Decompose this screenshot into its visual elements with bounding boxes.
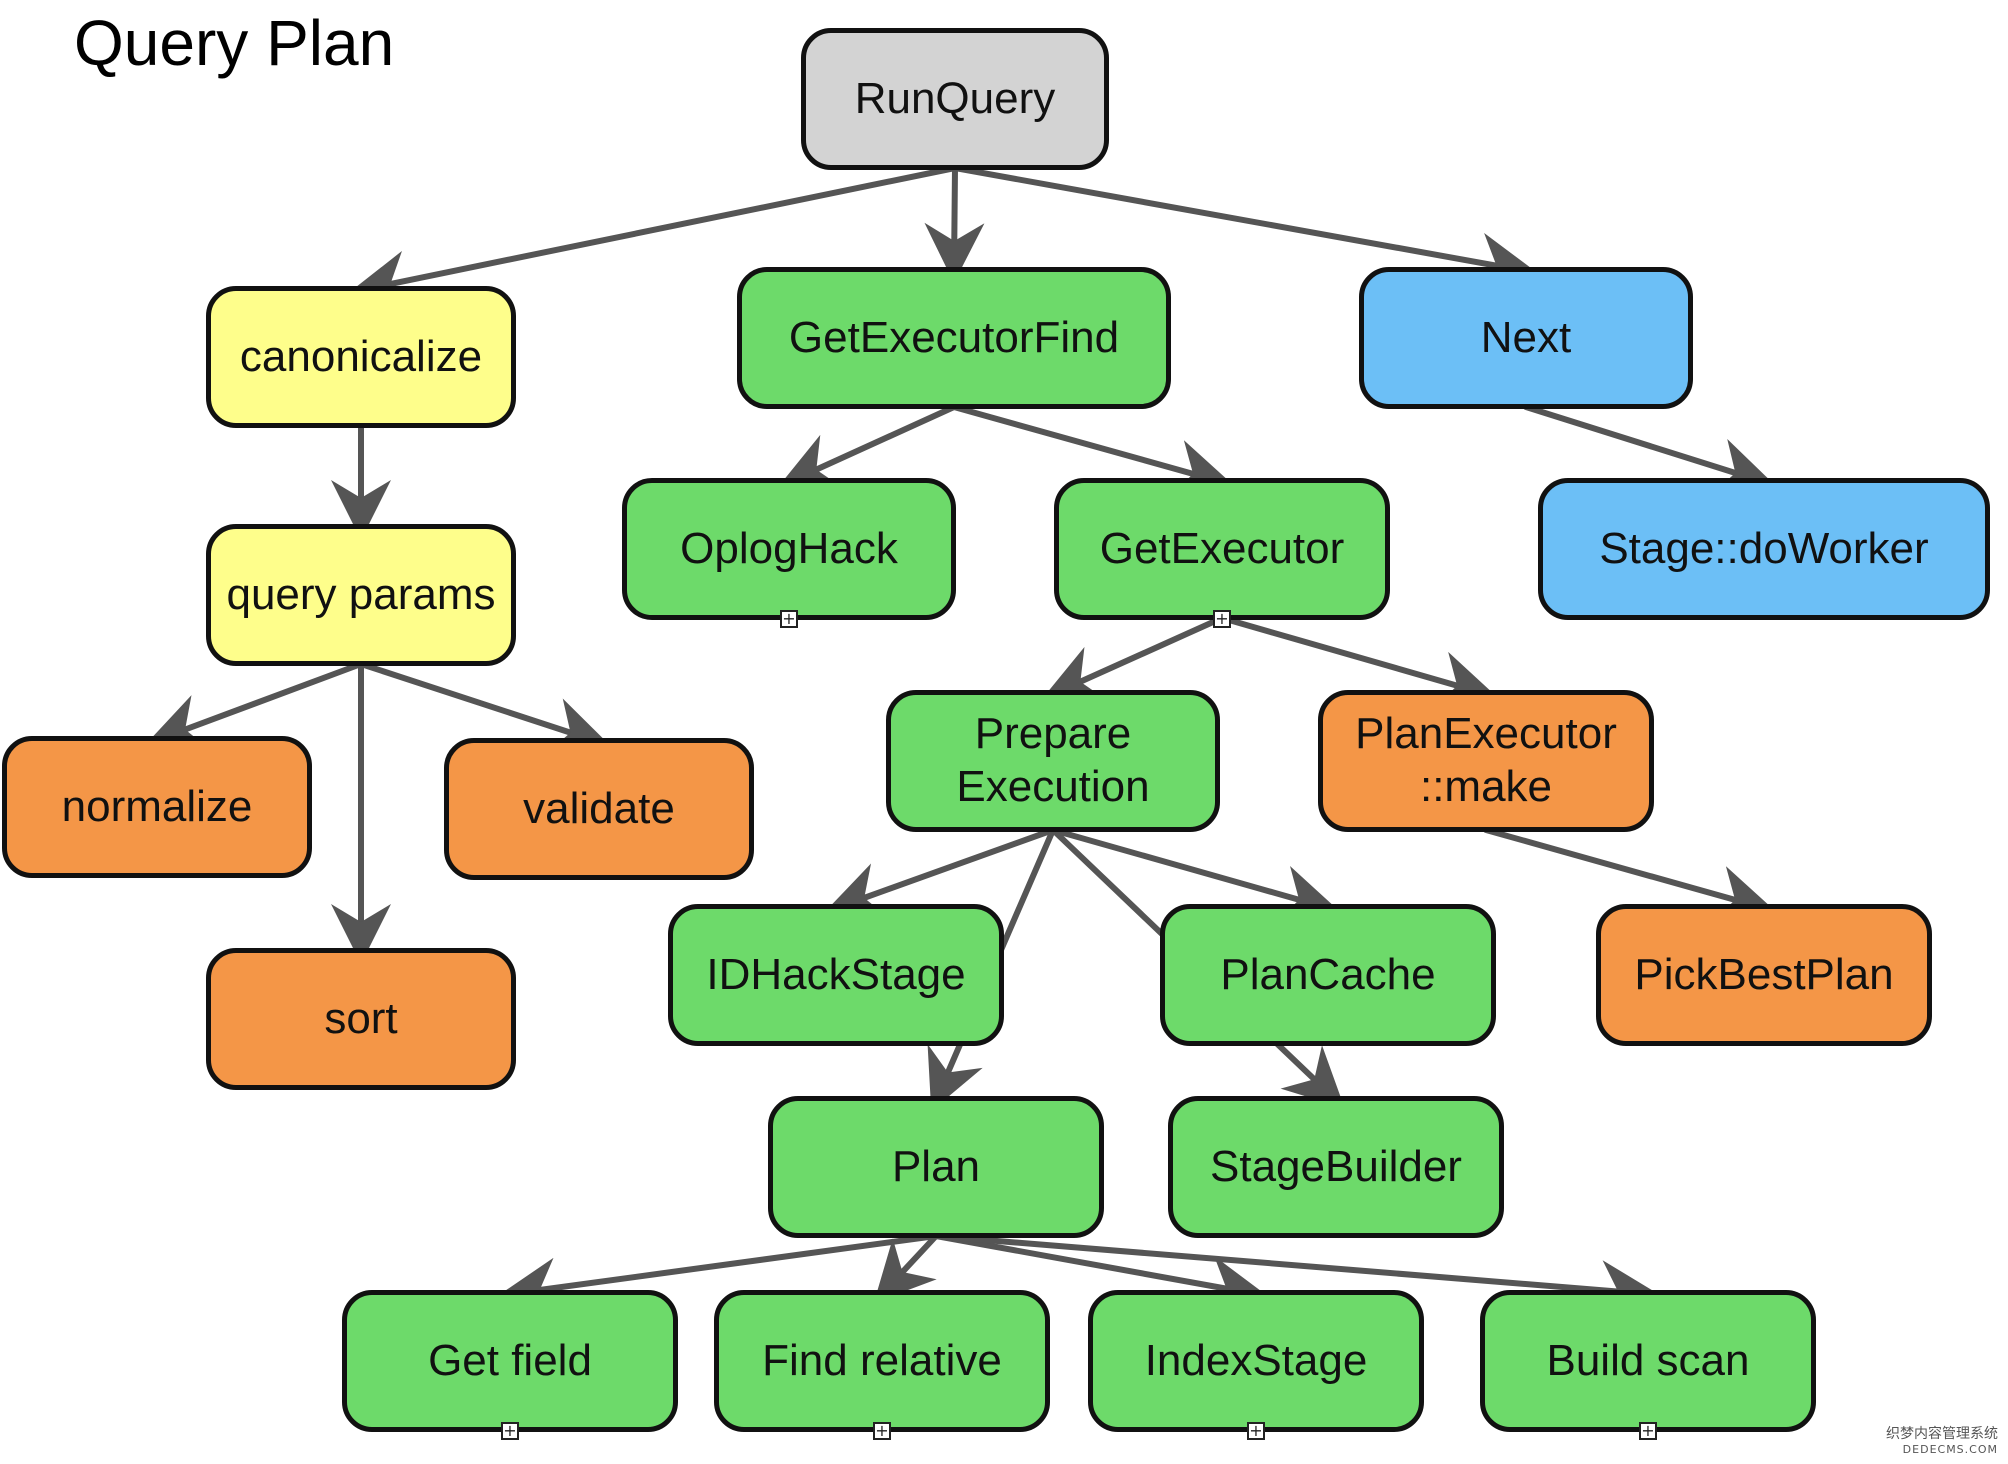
node-next[interactable]: Next xyxy=(1359,267,1693,409)
node-plan[interactable]: Plan xyxy=(768,1096,1104,1238)
node-indexstage[interactable]: IndexStage xyxy=(1088,1290,1424,1432)
node-stagebuilder[interactable]: StageBuilder xyxy=(1168,1096,1504,1238)
node-getexecutor[interactable]: GetExecutor xyxy=(1054,478,1390,620)
edge-next-to-stagedoworker xyxy=(1523,404,1776,497)
node-plancache[interactable]: PlanCache xyxy=(1160,904,1496,1046)
watermark: 织梦内容管理系统 DEDECMS.COM xyxy=(1886,1423,1998,1456)
node-getexecutorfind[interactable]: GetExecutorFind xyxy=(737,267,1171,409)
node-normalize[interactable]: normalize xyxy=(2,736,312,878)
edge-plan-to-buildscan xyxy=(933,1233,1660,1321)
edge-plan-to-getfield xyxy=(498,1233,939,1318)
watermark-url: DEDECMS.COM xyxy=(1902,1443,1998,1456)
node-runquery[interactable]: RunQuery xyxy=(801,28,1109,170)
watermark-text: 织梦内容管理系统 xyxy=(1886,1426,1998,1442)
node-idhackstage[interactable]: IDHackStage xyxy=(668,904,1004,1046)
edge-getexecutor-to-planexecutormake xyxy=(1219,615,1498,710)
edge-prepareexecution-to-idhackstage xyxy=(824,827,1056,920)
edge-planexecutormake-to-pickbestplan xyxy=(1483,827,1776,924)
edge-queryparams-to-normalize xyxy=(145,661,364,752)
node-canonicalize[interactable]: canonicalize xyxy=(206,286,516,428)
expand-icon[interactable]: + xyxy=(501,1422,519,1440)
expand-icon[interactable]: + xyxy=(1247,1422,1265,1440)
edge-getexecutor-to-prepareexecution xyxy=(1042,615,1225,702)
node-oploghack[interactable]: OplogHack xyxy=(622,478,956,620)
node-build-scan[interactable]: Build scan xyxy=(1480,1290,1816,1432)
node-sort[interactable]: sort xyxy=(206,948,516,1090)
node-stage-doworker[interactable]: Stage::doWorker xyxy=(1538,478,1990,620)
expand-icon[interactable]: + xyxy=(1639,1422,1657,1440)
edge-runquery-to-next xyxy=(952,165,1538,293)
node-pickbestplan[interactable]: PickBestPlan xyxy=(1596,904,1932,1046)
expand-icon[interactable]: + xyxy=(1213,610,1231,628)
node-validate[interactable]: validate xyxy=(444,738,754,880)
node-find-relative[interactable]: Find relative xyxy=(714,1290,1050,1432)
edge-runquery-to-canonicalize xyxy=(349,165,958,310)
page-title: Query Plan xyxy=(74,7,395,79)
node-planexecutor-make[interactable]: PlanExecutor ::make xyxy=(1318,690,1654,832)
expand-icon[interactable]: + xyxy=(780,610,798,628)
edge-getexecutorfind-to-oploghack xyxy=(778,404,957,490)
edge-runquery-to-getexecutorfind xyxy=(924,165,985,283)
edge-queryparams-to-validate xyxy=(358,661,611,756)
node-query-params[interactable]: query params xyxy=(206,524,516,666)
edge-getexecutorfind-to-getexecutor xyxy=(951,404,1234,498)
node-get-field[interactable]: Get field xyxy=(342,1290,678,1432)
edge-plan-to-indexstage xyxy=(933,1233,1268,1315)
edge-plan-to-findrelative xyxy=(873,1233,939,1303)
edge-prepareexecution-to-plancache xyxy=(1050,827,1340,924)
expand-icon[interactable]: + xyxy=(873,1422,891,1440)
node-prepare-execution[interactable]: Prepare Execution xyxy=(886,690,1220,832)
